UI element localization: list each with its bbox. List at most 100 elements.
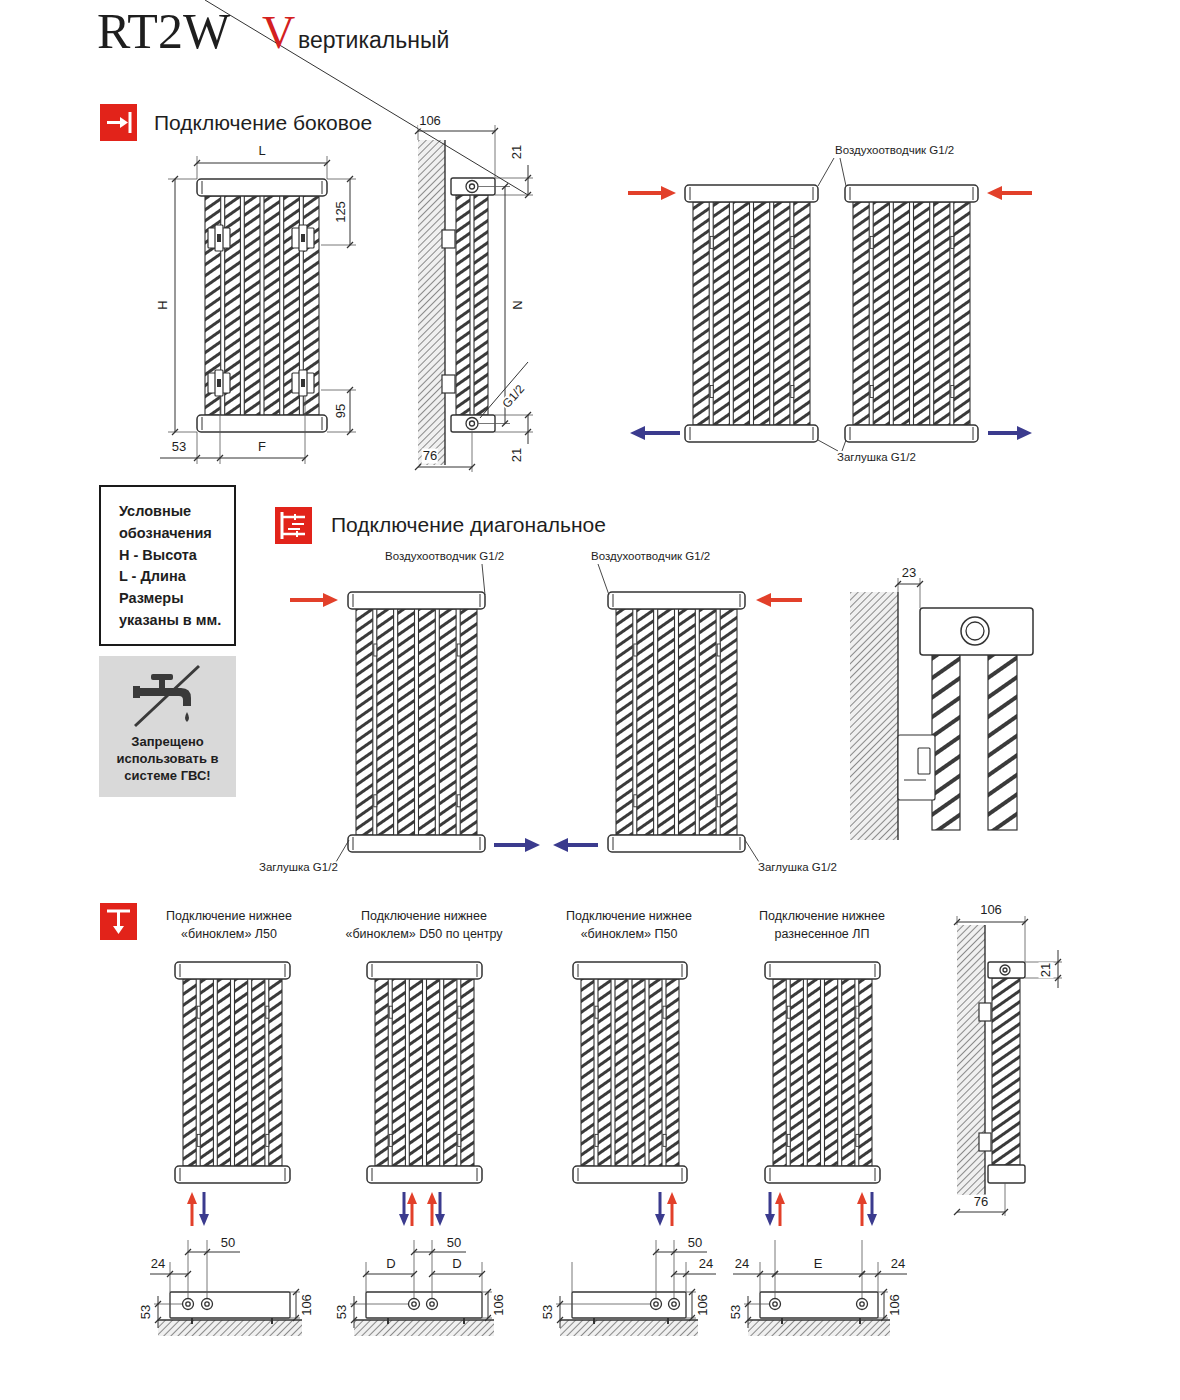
dimension-tick bbox=[954, 1209, 960, 1215]
radiator-tube bbox=[598, 979, 611, 1166]
dimension-label: 21 bbox=[510, 447, 525, 463]
flow-arrow-shaft bbox=[290, 598, 326, 602]
dimension-label: F bbox=[257, 440, 267, 455]
extension-line bbox=[168, 432, 197, 433]
radiator-tube bbox=[200, 979, 213, 1166]
floor-bracket bbox=[859, 1318, 861, 1324]
bottom-connection-icon bbox=[100, 903, 137, 940]
header-side bbox=[988, 1165, 1025, 1183]
dimension-line bbox=[350, 179, 351, 245]
faucet-stem bbox=[159, 680, 165, 688]
radiator-tube bbox=[713, 202, 729, 425]
icon-stroke bbox=[294, 514, 296, 520]
header-cap bbox=[813, 187, 814, 200]
flow-arrow-shaft bbox=[999, 191, 1032, 195]
radiator-tube-side bbox=[474, 195, 488, 415]
floor-section bbox=[748, 1320, 890, 1336]
wall-section bbox=[418, 140, 445, 465]
dimension-tick bbox=[429, 1249, 435, 1255]
dimension-line bbox=[205, 0, 528, 195]
dimension-tick bbox=[525, 412, 531, 418]
radiator-tube bbox=[632, 979, 645, 1166]
twisted-tube bbox=[988, 655, 1017, 830]
pipe-circle bbox=[409, 1299, 420, 1310]
dimension-label: 53 bbox=[729, 1304, 744, 1320]
flow-arrow-shaft bbox=[203, 1192, 206, 1216]
radiator-tube-side bbox=[992, 978, 1020, 1165]
legend-box: Условные обозначенияH - ВысотаL - ДлинаР… bbox=[99, 485, 236, 646]
header-cap bbox=[770, 1168, 771, 1181]
dimension-tick bbox=[411, 1249, 417, 1255]
mount-clip bbox=[787, 1006, 790, 1018]
radiator-tube bbox=[873, 202, 889, 425]
dimension-label: 106 bbox=[979, 903, 1003, 918]
mount-clip bbox=[595, 1006, 598, 1018]
extension-line bbox=[170, 1262, 171, 1292]
header-side bbox=[988, 962, 1025, 978]
faucet-body bbox=[133, 686, 140, 698]
radiator-tube bbox=[666, 979, 679, 1166]
extension-line bbox=[957, 916, 958, 925]
radiator-bottom-header bbox=[348, 835, 485, 852]
flow-arrow-shaft bbox=[565, 843, 598, 847]
radiator-tube bbox=[720, 609, 737, 835]
floor-line bbox=[560, 1319, 698, 1320]
extension-line bbox=[920, 578, 921, 608]
flow-arrow-shaft bbox=[871, 1192, 874, 1216]
dimension-label: 23 bbox=[901, 566, 917, 581]
extension-line bbox=[775, 1240, 776, 1298]
extension-line bbox=[862, 1240, 863, 1298]
port-circle bbox=[1003, 968, 1007, 972]
mount-clip bbox=[791, 236, 794, 248]
cross-bracket bbox=[299, 225, 307, 251]
radiator-tube bbox=[914, 202, 930, 425]
radiator-tube bbox=[790, 979, 803, 1166]
dimension-line bbox=[158, 1320, 159, 1328]
mount-clip bbox=[856, 1006, 859, 1018]
leader-line bbox=[818, 158, 834, 186]
icon-stroke bbox=[282, 516, 305, 519]
dimension-line bbox=[175, 179, 176, 432]
radiator-top-header bbox=[367, 962, 482, 979]
header-cap bbox=[850, 187, 851, 200]
flow-arrow-head bbox=[187, 1192, 197, 1204]
flow-arrow-head bbox=[525, 838, 540, 852]
dimension-line bbox=[560, 1296, 561, 1304]
cross-bracket bbox=[299, 370, 307, 396]
radiator-tube bbox=[375, 979, 388, 1166]
pipe-circle bbox=[770, 1299, 781, 1310]
dimension-line bbox=[160, 458, 305, 459]
legend-text: H - Высота bbox=[119, 545, 226, 567]
radiator-tube bbox=[244, 196, 260, 415]
pipe-circle bbox=[773, 1302, 777, 1306]
floor-bracket bbox=[667, 1318, 669, 1324]
header-cap bbox=[740, 837, 741, 850]
dimension-tick bbox=[347, 387, 353, 393]
radiator-bottom-header bbox=[197, 415, 327, 432]
flow-arrow-head bbox=[765, 1214, 775, 1226]
dimension-label: 24 bbox=[890, 1257, 906, 1272]
radiator-tube bbox=[658, 609, 675, 835]
header-cap bbox=[180, 964, 181, 977]
legend-text: L - Длина bbox=[119, 566, 226, 588]
dimension-tick bbox=[347, 176, 353, 182]
radiator-bottom-header bbox=[845, 425, 978, 442]
wall-bracket bbox=[979, 1003, 991, 1021]
header-cap bbox=[202, 181, 203, 194]
radiator-tube bbox=[183, 979, 196, 1166]
dimension-line bbox=[1058, 962, 1059, 978]
no-hot-water-icon bbox=[99, 656, 236, 732]
header-cap bbox=[613, 837, 614, 850]
caption-label: Заглушка G1/2 bbox=[757, 861, 838, 874]
icon-stroke bbox=[117, 911, 120, 928]
header-cap bbox=[477, 1168, 478, 1181]
radiator-tube bbox=[581, 979, 594, 1166]
leader-line bbox=[480, 362, 528, 418]
radiator-top-header bbox=[348, 592, 485, 609]
extension-line bbox=[414, 1240, 415, 1298]
header-cap bbox=[202, 417, 203, 430]
header-detail bbox=[920, 608, 1033, 655]
dimension-tick bbox=[1022, 919, 1028, 925]
dimension-label: 21 bbox=[1039, 962, 1054, 978]
radiator-tube bbox=[773, 979, 786, 1166]
